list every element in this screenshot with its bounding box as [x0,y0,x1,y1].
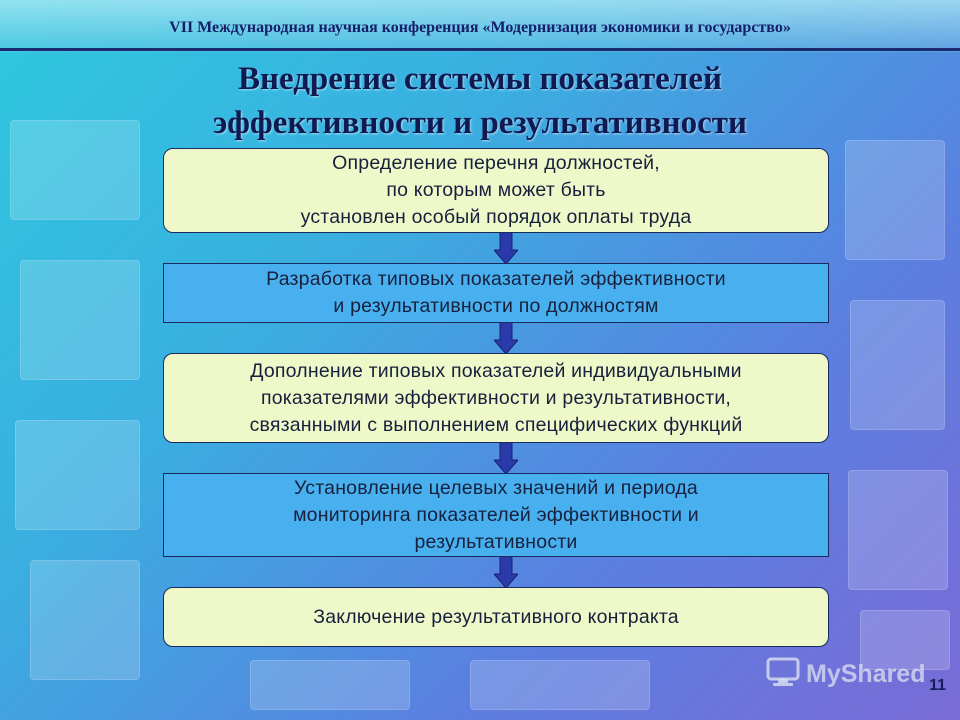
step-1-box: Определение перечня должностей, по котор… [163,148,829,233]
step-3-text: Дополнение типовых показателей индивидуа… [249,359,743,436]
step-2-text: Разработка типовых показателей эффективн… [266,268,726,317]
monitor-icon [766,657,800,692]
step-4-text: Установление целевых значений и периода … [293,476,699,553]
flow-arrow-4 [494,556,518,588]
flow-arrow-2 [494,322,518,354]
step-5-box: Заключение результативного контракта [163,587,829,647]
header-divider [0,48,960,51]
watermark-text: MyShared [806,659,926,688]
step-5-text: Заключение результативного контракта [313,605,679,628]
slide-number: 11 [929,677,946,694]
step-2-box: Разработка типовых показателей эффективн… [163,263,829,323]
flow-arrow-1 [494,232,518,264]
step-3-box: Дополнение типовых показателей индивидуа… [163,353,829,443]
watermark: MyShared [766,656,925,692]
flow-arrow-3 [494,442,518,474]
step-4-box: Установление целевых значений и периода … [163,473,829,557]
slide-title-text: Внедрение системы показателей эффективно… [213,61,747,141]
conference-title: VII Международная научная конференция «М… [169,19,791,36]
step-1-text: Определение перечня должностей, по котор… [300,152,692,228]
header-strip [0,0,960,52]
slide-title: Внедрение системы показателей эффективно… [0,57,960,145]
